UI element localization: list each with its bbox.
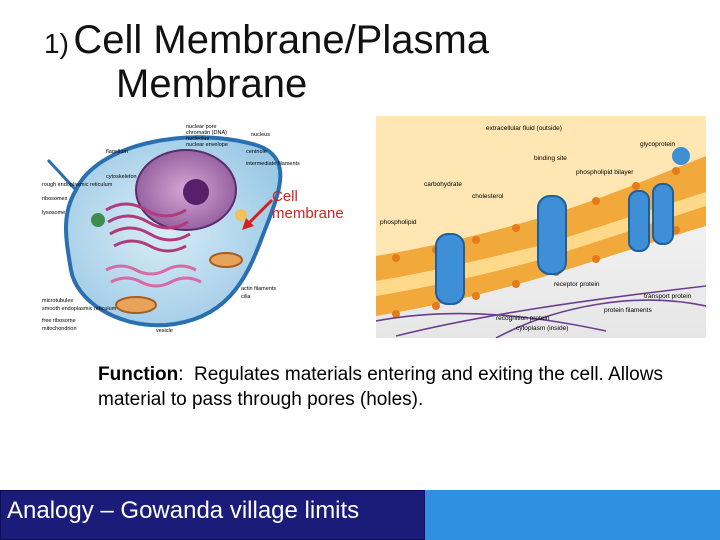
label-rough-er: rough endoplasmic reticulum xyxy=(42,182,113,188)
label-actin-filaments: actin filaments xyxy=(241,286,276,292)
callout-line-2: membrane xyxy=(272,205,344,222)
callout-line-1: Cell xyxy=(272,188,344,205)
lysosome-shape xyxy=(91,213,105,227)
label-cytoplasm: cytoplasm (inside) xyxy=(516,325,568,332)
mitochondrion-shape-2 xyxy=(210,253,242,267)
label-recognition-protein: recognition protein xyxy=(496,315,550,322)
label-nuclear-envelope: nuclear envelope xyxy=(186,142,228,148)
label-carbohydrate: carbohydrate xyxy=(424,181,462,188)
label-centriole: centriole xyxy=(246,149,267,155)
transport-protein-shape xyxy=(629,191,649,251)
animal-cell-diagram: nuclear pore chromatin (DNA) nucleolus n… xyxy=(36,120,376,335)
label-lysosome: lysosome xyxy=(42,210,65,216)
label-microtubules: microtubules xyxy=(42,298,73,304)
function-description: Function: Regulates materials entering a… xyxy=(98,362,698,413)
label-protein-filaments: protein filaments xyxy=(604,307,652,314)
title-number: 1) xyxy=(44,28,69,59)
vesicle-shape xyxy=(235,209,247,221)
mitochondrion-shape xyxy=(116,297,156,313)
label-ribosomes: ribosomes xyxy=(42,196,68,202)
function-separator: : xyxy=(178,364,183,385)
label-intermediate-filaments: intermediate filaments xyxy=(246,161,300,167)
label-receptor-protein: receptor protein xyxy=(554,281,600,288)
label-cholesterol: cholesterol xyxy=(472,193,504,200)
label-free-ribosome: free ribosome xyxy=(42,318,76,324)
analogy-text: Analogy – Gowanda village limits xyxy=(7,497,359,525)
title-line-2: Membrane xyxy=(116,64,489,104)
receptor-protein-shape xyxy=(538,196,566,274)
cell-membrane-callout: Cell membrane xyxy=(272,188,344,223)
label-cytoskeleton: cytoskeleton xyxy=(106,174,137,180)
function-body: Regulates materials entering and exiting… xyxy=(98,364,663,410)
label-extracellular: extracellular fluid (outside) xyxy=(486,125,562,132)
label-nucleus: nucleus xyxy=(251,132,270,138)
nucleolus-shape xyxy=(183,179,209,205)
label-glycoprotein: glycoprotein xyxy=(640,141,675,148)
label-mitochondrion: mitochondrion xyxy=(42,326,77,332)
function-label: Function xyxy=(98,364,178,385)
membrane-structure-diagram: extracellular fluid (outside) glycoprote… xyxy=(376,116,706,338)
label-flagellum: flagellum xyxy=(106,149,128,155)
slide-title: 1) Cell Membrane/Plasma Membrane xyxy=(44,20,489,104)
transport-protein-shape-2 xyxy=(653,184,673,244)
label-vesicle: vesicle xyxy=(156,328,173,334)
label-phospholipid-bilayer: phospholipid bilayer xyxy=(576,169,634,176)
glycoprotein-shape xyxy=(672,147,690,165)
label-transport-protein: transport protein xyxy=(644,293,692,300)
channel-protein-shape xyxy=(436,234,464,304)
label-cilia: cilia xyxy=(241,294,251,300)
label-phospholipid: phospholipid xyxy=(380,219,417,226)
title-line-1: Cell Membrane/Plasma xyxy=(73,18,489,62)
label-binding-site: binding site xyxy=(534,155,567,162)
label-smooth-er: smooth endoplasmic reticulum xyxy=(42,306,117,312)
